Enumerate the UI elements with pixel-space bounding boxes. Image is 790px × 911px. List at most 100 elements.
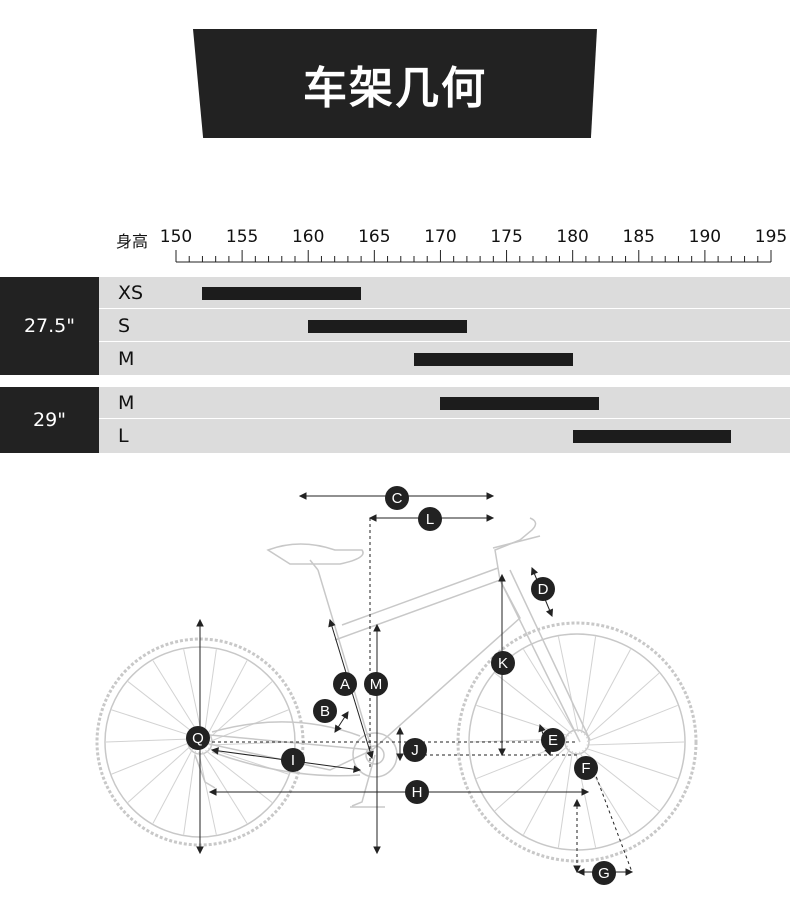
- wheel-size-label: 29": [0, 387, 99, 453]
- wheel-spoke: [585, 672, 660, 739]
- wheel-spoke: [183, 750, 196, 835]
- dimension-badge-h: H: [405, 780, 429, 804]
- height-tick-label: 165: [358, 227, 391, 247]
- height-range-bar: [202, 287, 362, 300]
- wheel-spoke: [152, 748, 194, 824]
- dimension-badge-m: M: [364, 672, 388, 696]
- page-title: 车架几何: [303, 62, 487, 114]
- size-row-l: L: [99, 420, 790, 452]
- dimension-badge-e: E: [541, 728, 565, 752]
- wheel-spoke: [105, 738, 191, 743]
- height-tick-label: 175: [490, 227, 523, 247]
- size-label: M: [118, 391, 135, 414]
- dimension-arrowhead: [368, 514, 377, 522]
- dimension-arrowhead: [573, 865, 581, 874]
- badge-circle: [574, 756, 598, 780]
- dimension-arrowhead: [208, 788, 217, 796]
- badge-letter: D: [538, 581, 549, 598]
- height-range-bar: [414, 353, 573, 366]
- badge-circle: [313, 699, 337, 723]
- dimension-arrowhead: [530, 566, 539, 576]
- wheel-spoke: [208, 681, 273, 739]
- size-row-m: M: [99, 343, 790, 375]
- dimension-arrowhead: [373, 623, 381, 632]
- wheel-spoke: [586, 704, 678, 742]
- height-axis-label: 身高: [116, 232, 149, 251]
- dimension-arrowhead: [210, 747, 219, 755]
- height-tick-label: 160: [291, 227, 325, 247]
- badge-circle: [531, 577, 555, 601]
- dimension-arrowhead: [625, 868, 634, 876]
- dimension-badge-c: C: [385, 486, 409, 510]
- badge-letter: Q: [192, 730, 204, 747]
- dimension-arrowhead: [341, 711, 349, 720]
- badge-letter: B: [320, 703, 330, 720]
- height-range-bar: [572, 430, 732, 443]
- dimension-arrowhead: [498, 573, 506, 582]
- wheel-spoke: [127, 745, 192, 803]
- wheel-spoke: [111, 709, 193, 737]
- wheel-spoke: [584, 747, 678, 780]
- wheel-spoke: [586, 741, 685, 746]
- wheel-spoke: [557, 750, 573, 848]
- wheel-spoke: [494, 672, 572, 734]
- dimension-badge-g: G: [592, 861, 616, 885]
- badge-circle: [418, 507, 442, 531]
- badge-letter: K: [498, 655, 508, 672]
- wheel-spoke: [204, 649, 217, 734]
- size-row-m: M: [99, 387, 790, 419]
- badge-letter: M: [370, 676, 383, 693]
- height-ruler: [175, 250, 772, 263]
- dimension-arrowhead: [366, 750, 374, 760]
- dimension-arrowhead: [573, 798, 581, 807]
- badge-circle: [281, 748, 305, 772]
- badge-letter: I: [291, 752, 295, 769]
- dimension-arrowhead: [334, 724, 342, 733]
- dimension-arrowhead: [576, 868, 585, 876]
- dimension-arrowhead: [486, 492, 495, 500]
- size-label: S: [118, 314, 131, 337]
- dimension-badge-a: A: [333, 672, 357, 696]
- dimension-badge-l: L: [418, 507, 442, 531]
- height-tick-label: 195: [754, 227, 788, 247]
- badge-circle: [186, 726, 210, 750]
- dimension-arrowhead: [196, 618, 204, 627]
- badge-letter: F: [581, 760, 590, 777]
- size-row-s: S: [99, 310, 790, 342]
- wheel-spoke: [583, 649, 631, 736]
- badge-circle: [405, 780, 429, 804]
- wheel-spoke: [557, 636, 579, 733]
- height-range-bar: [308, 320, 467, 333]
- badge-circle: [364, 672, 388, 696]
- dimension-arrowhead: [196, 846, 204, 855]
- wheel-spoke: [205, 750, 273, 803]
- title-banner: 车架几何: [193, 29, 597, 138]
- height-tick-label: 150: [159, 227, 193, 247]
- dimension-arrowhead: [538, 723, 546, 733]
- size-label: M: [118, 348, 135, 370]
- dimension-arrowhead: [545, 608, 554, 618]
- dimension-badge-q: Q: [186, 726, 210, 750]
- badge-letter: C: [392, 490, 403, 507]
- size-label: XS: [118, 281, 144, 304]
- wheel-group-27-5: 27.5" XS S M: [0, 277, 790, 375]
- wheel-spoke: [581, 636, 597, 734]
- badge-letter: A: [340, 676, 350, 693]
- badge-letter: H: [412, 784, 423, 801]
- height-tick-label: 190: [688, 227, 722, 247]
- wheel-spoke: [201, 751, 248, 824]
- dimension-arrowhead: [396, 753, 404, 762]
- dimension-arrowhead: [298, 492, 307, 500]
- dimension-arrowhead: [581, 788, 590, 796]
- wheel-group-29: 29" M L: [0, 387, 790, 453]
- badge-letter: G: [598, 865, 610, 882]
- dimension-arrowhead: [328, 618, 336, 628]
- dimension-arrowhead: [486, 514, 495, 522]
- wheel-spoke: [198, 751, 217, 835]
- badge-circle: [541, 728, 565, 752]
- wheel-spoke: [152, 660, 199, 733]
- wheel-spoke: [111, 742, 191, 775]
- dimension-badge-b: B: [313, 699, 337, 723]
